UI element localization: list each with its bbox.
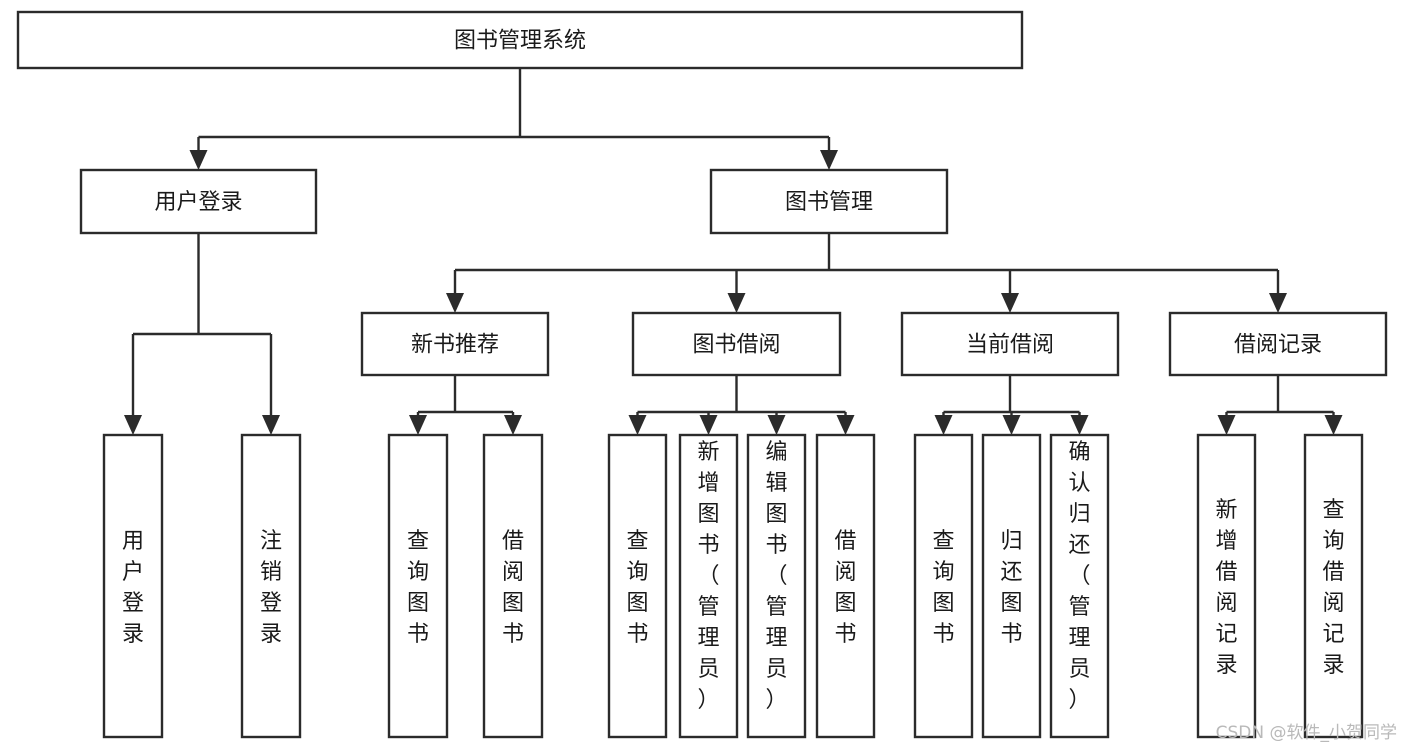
arrowhead-current-borrow-2 — [1070, 415, 1089, 435]
watermark-text: CSDN @软件_小贺同学 — [1215, 723, 1397, 743]
connector-lines — [124, 68, 1343, 435]
node-label-leaf-edit-book-admin: 编辑图书（管理员） — [765, 440, 787, 713]
node-box-leaf-add-book-admin — [678, 433, 739, 739]
node-label-leaf-user-logout: 注销登录 — [260, 529, 282, 647]
arrowhead-current-borrow-0 — [934, 415, 953, 435]
node-box-current-borrow — [900, 311, 1120, 377]
arrowhead-root-1 — [820, 150, 838, 170]
node-label-leaf-borrow-book-rec: 借阅图书 — [502, 529, 524, 647]
node-root[interactable]: 图书管理系统 — [16, 10, 1024, 70]
node-current-borrow[interactable]: 当前借阅 — [900, 311, 1120, 377]
node-label-leaf-user-login: 用户登录 — [122, 529, 144, 647]
node-leaf-return-book[interactable]: 归还图书 — [981, 433, 1042, 739]
node-new-book-recommend[interactable]: 新书推荐 — [360, 311, 550, 377]
node-box-new-book-recommend — [360, 311, 550, 377]
arrowhead-user-login-1 — [262, 415, 280, 435]
node-box-leaf-query-borrow-record — [1303, 433, 1364, 739]
node-box-leaf-user-login — [102, 433, 164, 739]
arrowhead-book-borrow-0 — [628, 415, 647, 435]
arrowhead-new-book-recommend-1 — [504, 415, 522, 435]
node-leaf-user-logout[interactable]: 注销登录 — [240, 433, 302, 739]
node-label-current-borrow: 当前借阅 — [966, 333, 1054, 358]
node-box-leaf-query-book-bor — [607, 433, 668, 739]
arrowhead-book-management-0 — [446, 293, 464, 313]
node-leaf-user-login[interactable]: 用户登录 — [102, 433, 164, 739]
node-label-leaf-add-borrow-record: 新增借阅记录 — [1215, 498, 1237, 678]
node-box-leaf-edit-book-admin — [746, 433, 807, 739]
arrowhead-book-borrow-3 — [836, 415, 855, 435]
node-label-leaf-query-book-bor: 查询图书 — [626, 529, 648, 647]
node-label-user-login: 用户登录 — [154, 190, 242, 215]
node-label-root: 图书管理系统 — [454, 29, 586, 54]
node-leaf-query-book-rec[interactable]: 查询图书 — [387, 433, 449, 739]
node-box-book-borrow — [631, 311, 842, 377]
node-box-leaf-return-book — [981, 433, 1042, 739]
node-box-leaf-query-book-rec — [387, 433, 449, 739]
node-label-leaf-confirm-return-admin: 确认归还（管理员） — [1068, 440, 1090, 713]
node-box-leaf-user-logout — [240, 433, 302, 739]
node-label-book-borrow: 图书借阅 — [692, 333, 780, 358]
arrowhead-root-0 — [189, 150, 208, 170]
node-leaf-add-book-admin[interactable]: 新增图书（管理员） — [678, 433, 739, 739]
node-user-login[interactable]: 用户登录 — [79, 168, 318, 235]
arrowhead-book-management-2 — [1001, 293, 1019, 313]
node-label-leaf-query-borrow-record: 查询借阅记录 — [1322, 498, 1344, 678]
node-label-leaf-add-book-admin: 新增图书（管理员） — [697, 440, 719, 713]
node-borrow-record[interactable]: 借阅记录 — [1168, 311, 1388, 377]
node-leaf-add-borrow-record[interactable]: 新增借阅记录 — [1196, 433, 1257, 739]
node-leaf-query-book-cur[interactable]: 查询图书 — [913, 433, 974, 739]
node-leaf-borrow-book-rec[interactable]: 借阅图书 — [482, 433, 544, 739]
node-leaf-query-book-bor[interactable]: 查询图书 — [607, 433, 668, 739]
node-box-book-management — [709, 168, 949, 235]
arrowhead-book-management-1 — [727, 293, 746, 313]
node-box-leaf-add-borrow-record — [1196, 433, 1257, 739]
arrowhead-current-borrow-1 — [1002, 415, 1021, 435]
arrowhead-book-borrow-1 — [699, 415, 718, 435]
node-box-leaf-query-book-cur — [913, 433, 974, 739]
node-label-leaf-borrow-book-bor: 借阅图书 — [834, 529, 856, 647]
node-leaf-confirm-return-admin[interactable]: 确认归还（管理员） — [1049, 433, 1110, 739]
node-box-leaf-borrow-book-rec — [482, 433, 544, 739]
node-box-root — [16, 10, 1024, 70]
node-label-leaf-return-book: 归还图书 — [1000, 529, 1022, 647]
node-label-new-book-recommend: 新书推荐 — [411, 333, 499, 358]
node-box-leaf-confirm-return-admin — [1049, 433, 1110, 739]
arrowhead-book-management-3 — [1269, 293, 1287, 313]
arrowhead-book-borrow-2 — [767, 415, 786, 435]
node-label-leaf-query-book-cur: 查询图书 — [932, 529, 954, 647]
node-book-management[interactable]: 图书管理 — [709, 168, 949, 235]
node-boxes: 图书管理系统用户登录图书管理新书推荐图书借阅当前借阅借阅记录用户登录注销登录查询… — [16, 10, 1388, 739]
node-box-leaf-borrow-book-bor — [815, 433, 876, 739]
arrowhead-user-login-0 — [124, 415, 142, 435]
node-box-borrow-record — [1168, 311, 1388, 377]
node-label-borrow-record: 借阅记录 — [1234, 333, 1322, 358]
node-leaf-edit-book-admin[interactable]: 编辑图书（管理员） — [746, 433, 807, 739]
arrowhead-borrow-record-1 — [1324, 415, 1343, 435]
node-leaf-query-borrow-record[interactable]: 查询借阅记录 — [1303, 433, 1364, 739]
node-box-user-login — [79, 168, 318, 235]
node-book-borrow[interactable]: 图书借阅 — [631, 311, 842, 377]
arrowhead-borrow-record-0 — [1217, 415, 1236, 435]
arrowhead-new-book-recommend-0 — [409, 415, 427, 435]
node-label-leaf-query-book-rec: 查询图书 — [407, 529, 429, 647]
node-label-book-management: 图书管理 — [785, 190, 873, 215]
node-leaf-borrow-book-bor[interactable]: 借阅图书 — [815, 433, 876, 739]
